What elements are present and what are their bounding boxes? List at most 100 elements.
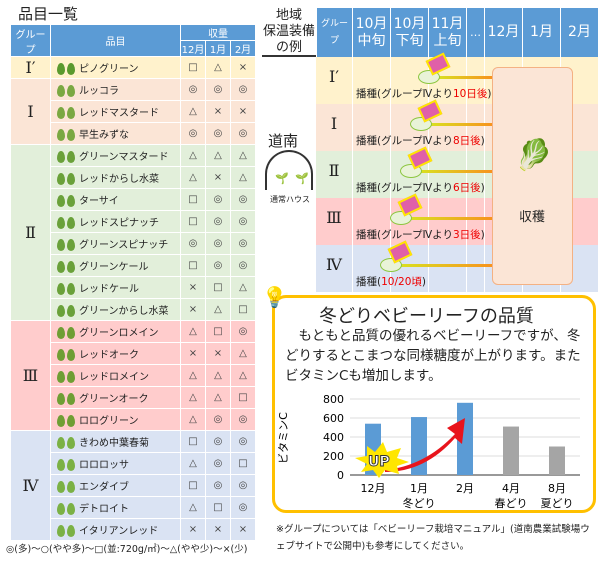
item-name: ロログリーン <box>79 416 139 427</box>
leaf-icon <box>51 63 79 75</box>
table-row: レッドオーク××△ <box>11 342 256 365</box>
yield-mark: ◎ <box>230 496 256 519</box>
group-label: Ⅲ <box>326 208 342 227</box>
yield-mark: □ <box>180 474 206 497</box>
leaf-icon <box>51 503 79 515</box>
yield-mark: ◎ <box>230 320 256 343</box>
group-label: Ⅰ <box>10 78 51 145</box>
table-row: グリーンオーク△△□ <box>11 386 256 409</box>
yield-mark: △ <box>180 496 206 519</box>
baby-leaf-icon: 🥬 <box>515 138 553 173</box>
yield-mark: △ <box>205 386 231 409</box>
leaf-icon <box>51 327 79 339</box>
leaf-icon <box>51 415 79 427</box>
item-name: ロロロッサ <box>79 460 129 471</box>
leaf-icon <box>51 393 79 405</box>
growth-line <box>438 76 492 79</box>
yield-mark: □ <box>180 188 206 211</box>
yield-mark: ◎ <box>230 474 256 497</box>
y-tick-label: 400 <box>323 431 344 444</box>
leaf-icon <box>51 129 79 141</box>
yield-mark: ◎ <box>230 254 256 277</box>
sowing-label: 播種(グループⅣより6日後) <box>356 182 485 194</box>
sowing-label: 播種(10/20頃) <box>356 276 426 288</box>
quality-title: 冬どりベビーリーフの品質 <box>319 306 534 327</box>
item-name: レッドスピナッチ <box>79 218 159 229</box>
leaf-icon <box>51 283 79 295</box>
sowing-label: 播種(グループⅣより8日後) <box>356 135 485 147</box>
month-column-header: 1月 <box>522 8 560 57</box>
yield-mark: × <box>205 342 231 365</box>
yield-mark: × <box>180 298 206 321</box>
month-header: 12月 <box>180 40 206 57</box>
yield-mark: × <box>230 56 256 79</box>
growth-line <box>430 123 492 126</box>
item-header: 品目 <box>50 24 181 57</box>
yield-mark: △ <box>180 100 206 123</box>
table-row: ロロロッサ△◎□ <box>11 452 256 475</box>
leaf-icon <box>51 195 79 207</box>
yield-mark: △ <box>180 144 206 167</box>
x-tick-label: 4月 <box>502 482 520 495</box>
yield-mark: △ <box>230 364 256 387</box>
yield-mark: □ <box>205 496 231 519</box>
item-name: レッドからし水菜 <box>79 174 159 185</box>
yield-mark: △ <box>180 166 206 189</box>
group-label: Ⅱ <box>10 144 51 321</box>
item-name: グリーンからし水菜 <box>79 306 169 317</box>
group-column-header: グループ <box>316 8 352 57</box>
leaf-icon <box>51 349 79 361</box>
sowing-label: 播種(グループⅣより3日後) <box>356 229 485 241</box>
yield-mark: ◎ <box>205 474 231 497</box>
yield-mark: ◎ <box>205 210 231 233</box>
table-row: グリーンスピナッチ◎◎◎ <box>11 232 256 255</box>
group-label: Ⅰ′ <box>329 67 339 86</box>
y-tick-label: 200 <box>323 450 344 463</box>
yield-mark: △ <box>230 276 256 299</box>
table-row: グリーンからし水菜×△□ <box>11 298 256 321</box>
item-name: きわめ中葉春菊 <box>79 438 149 449</box>
leaf-icon <box>51 481 79 493</box>
month-column-header: 2月 <box>560 8 598 57</box>
up-arrow-icon <box>385 418 465 472</box>
yield-mark: ◎ <box>205 78 231 101</box>
leaf-icon <box>51 107 79 119</box>
list-title: 品目一覧 <box>18 5 79 23</box>
yield-mark: ◎ <box>230 430 256 453</box>
table-row: ターサイ□◎◎ <box>11 188 256 211</box>
leaf-icon <box>51 261 79 273</box>
yield-mark: × <box>205 518 231 541</box>
yield-mark: □ <box>230 452 256 475</box>
yield-mark: ◎ <box>205 232 231 255</box>
region-label: 道南 <box>268 132 299 150</box>
x-tick-label: 春どり <box>495 497 528 510</box>
y-axis-label: ビタミンC <box>277 412 290 464</box>
yield-mark: × <box>180 518 206 541</box>
yield-mark: ◎ <box>230 210 256 233</box>
yield-mark: □ <box>180 254 206 277</box>
y-tick-label: 0 <box>337 469 344 482</box>
growth-line <box>410 217 492 220</box>
yield-mark: △ <box>230 342 256 365</box>
item-name: グリーンケール <box>79 262 149 273</box>
item-name: デトロイト <box>79 504 129 515</box>
item-name: 早生みずな <box>79 130 129 141</box>
yield-mark: △ <box>230 144 256 167</box>
yield-mark: × <box>205 100 231 123</box>
y-tick-label: 600 <box>323 412 344 425</box>
yield-header: 収量 <box>180 24 256 41</box>
month-column-header: 11月 上旬 <box>428 8 466 57</box>
burst-icon <box>355 442 409 478</box>
item-name: レッドケール <box>79 284 139 295</box>
leaf-icon <box>51 217 79 229</box>
yield-mark: ◎ <box>205 188 231 211</box>
yield-mark: ◎ <box>205 122 231 145</box>
table-row: イタリアンレッド××× <box>11 518 256 541</box>
yield-mark: □ <box>205 320 231 343</box>
yield-mark: ◎ <box>230 188 256 211</box>
